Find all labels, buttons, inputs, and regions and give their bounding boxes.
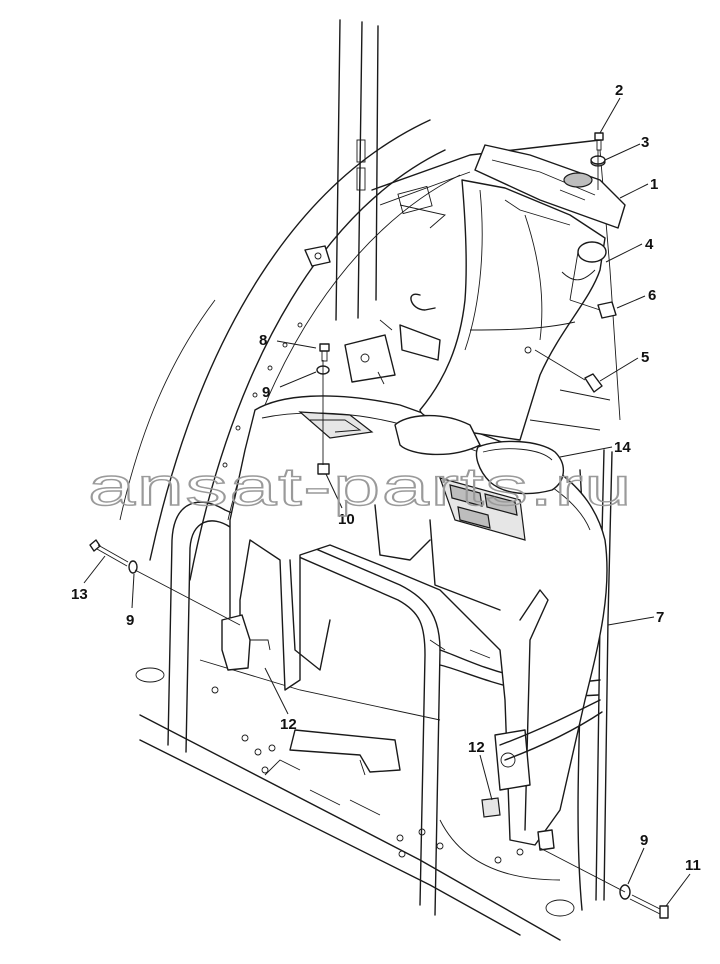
callout-12-left: 12 (280, 716, 297, 733)
callout-12-right: 12 (468, 739, 485, 756)
callout-8: 8 (259, 332, 267, 349)
callout-5: 5 (641, 349, 649, 366)
part-4-shift-cover (394, 179, 607, 456)
watermark-text: ansat-parts.ru (88, 457, 633, 517)
assembly-lines (134, 150, 626, 893)
callout-10: 10 (338, 511, 355, 528)
callout-6: 6 (648, 287, 656, 304)
callout-9-bottom: 9 (640, 832, 648, 849)
callout-1: 1 (650, 176, 658, 193)
part-1-upper-cover (474, 144, 626, 229)
callout-7: 7 (656, 609, 664, 626)
callout-14: 14 (614, 439, 631, 456)
part-14-pad (475, 440, 564, 495)
callout-11: 11 (685, 857, 701, 874)
callout-2: 2 (615, 82, 623, 99)
callout-13: 13 (71, 586, 88, 603)
callout-9-upper: 9 (262, 384, 270, 401)
callout-9-left: 9 (126, 612, 134, 629)
callout-3: 3 (641, 134, 649, 151)
callout-4: 4 (645, 236, 654, 253)
floor-plate (135, 639, 575, 941)
callouts: 2 3 1 4 6 5 8 9 14 10 13 9 7 12 12 9 11 (71, 82, 701, 874)
leader-lines (83, 97, 691, 907)
